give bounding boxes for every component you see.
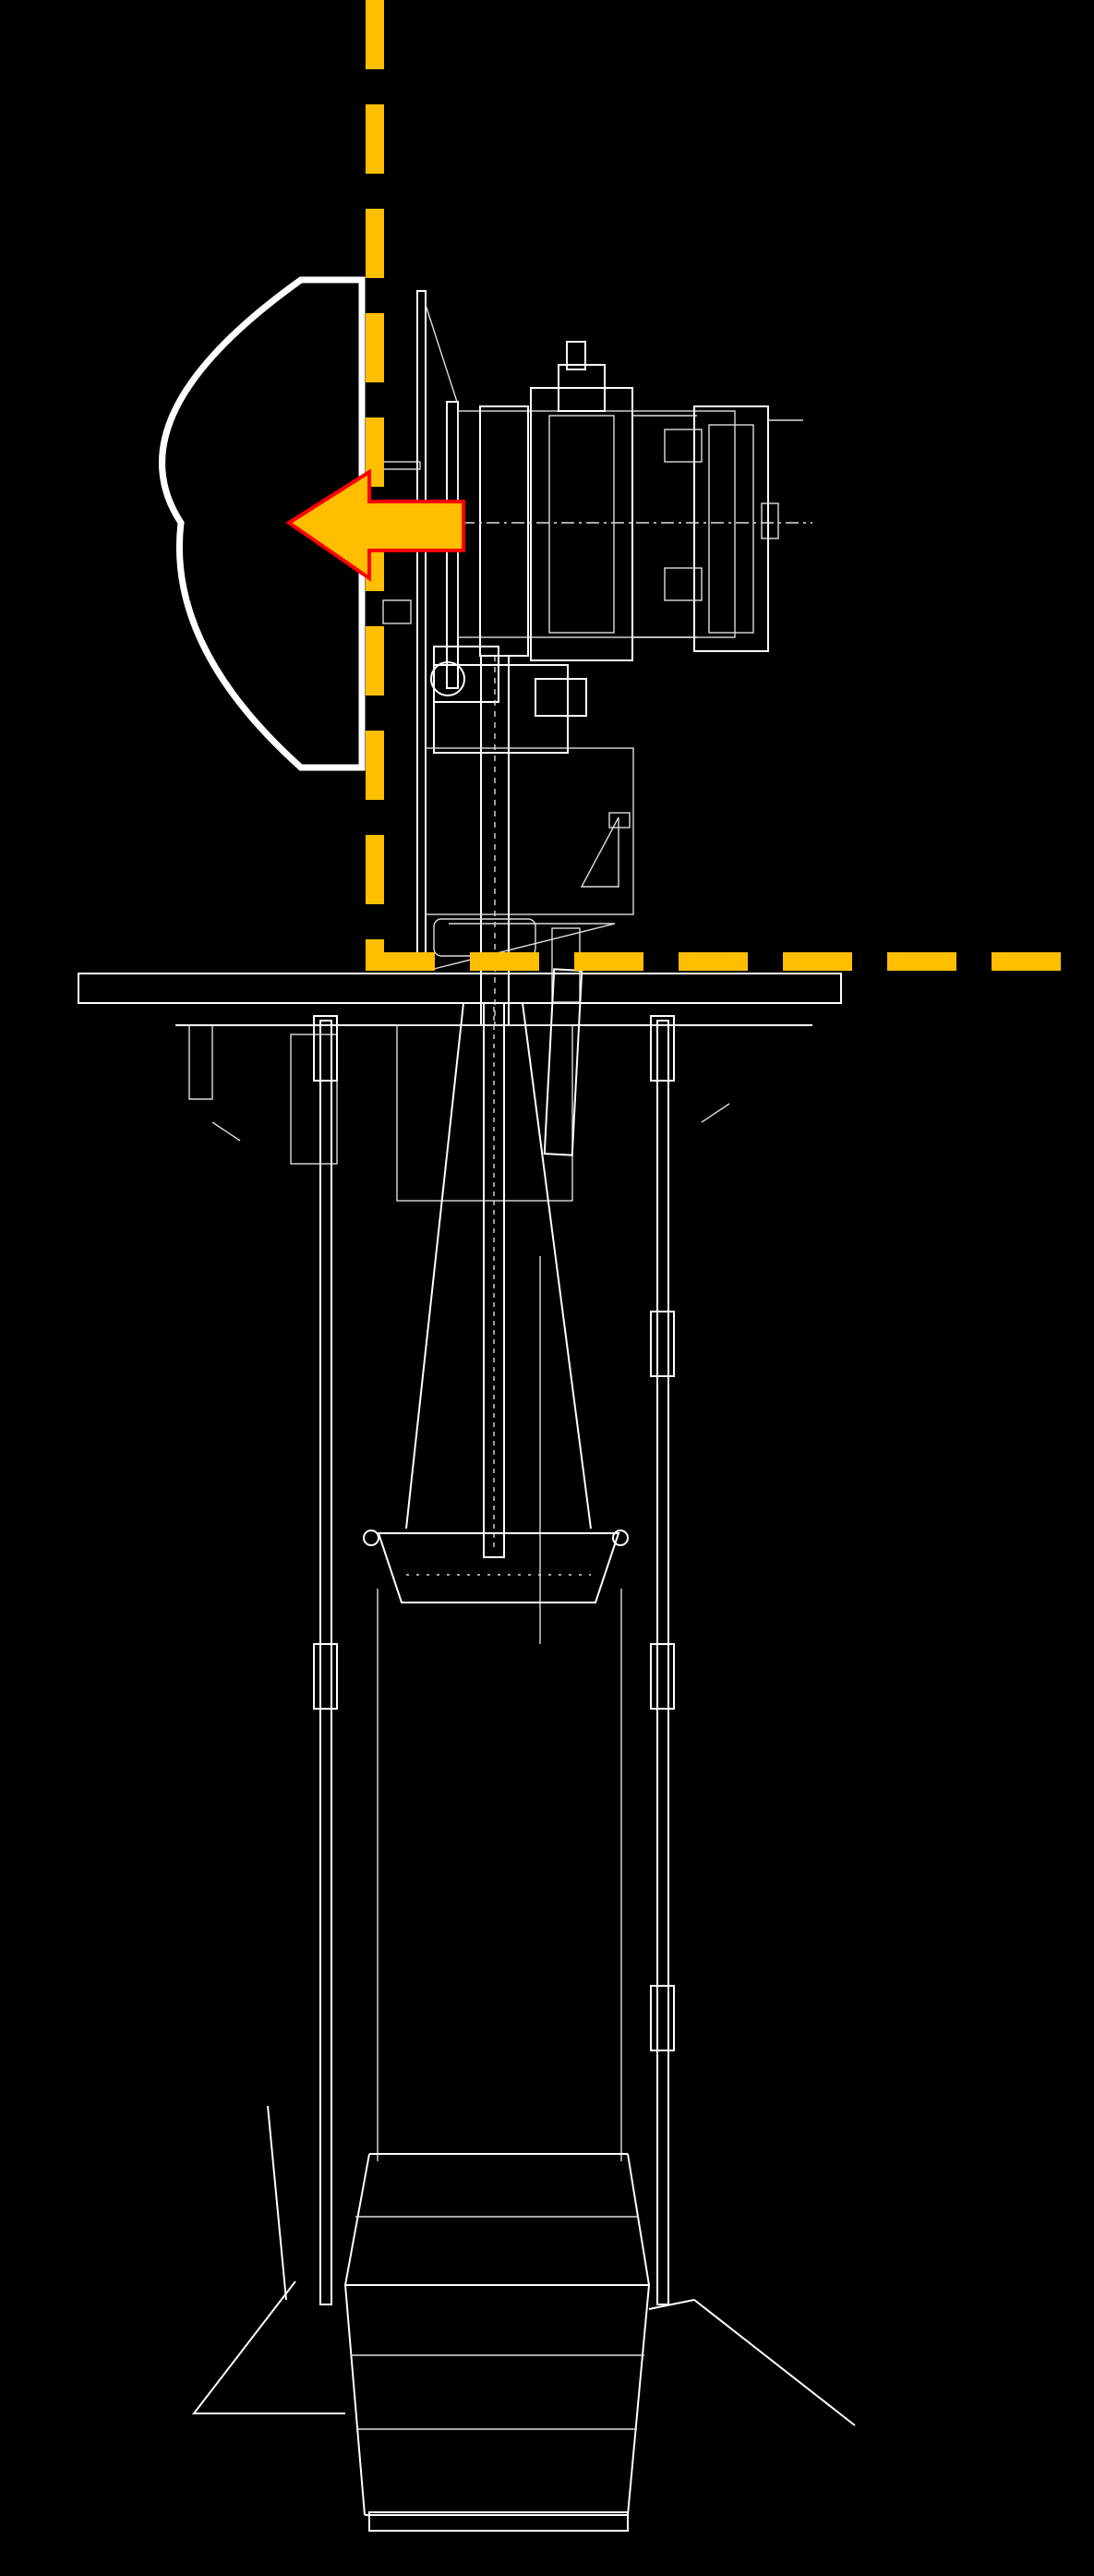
gear-housing [479, 405, 529, 657]
right-column [656, 1020, 669, 2305]
right-leg [648, 2299, 856, 2426]
top-motor [558, 364, 606, 412]
arrow-left-icon [285, 468, 465, 582]
discharge-hopper [343, 2153, 651, 2516]
frame-block-2 [693, 405, 769, 652]
drive-shaft-lower [483, 1002, 505, 1558]
lower-gearbox [433, 664, 569, 754]
lower-structure [175, 968, 856, 2532]
feed-funnel [405, 1002, 592, 1530]
left-rod [267, 2105, 287, 2301]
left-column [319, 1020, 332, 2305]
upper-machine [382, 290, 812, 1026]
platform-deck [78, 973, 842, 1004]
frame-block-1 [530, 387, 633, 661]
vertical-post [416, 290, 427, 971]
dome-outline [159, 276, 366, 771]
bucket [377, 1532, 620, 1603]
left-leg [191, 2280, 345, 2414]
